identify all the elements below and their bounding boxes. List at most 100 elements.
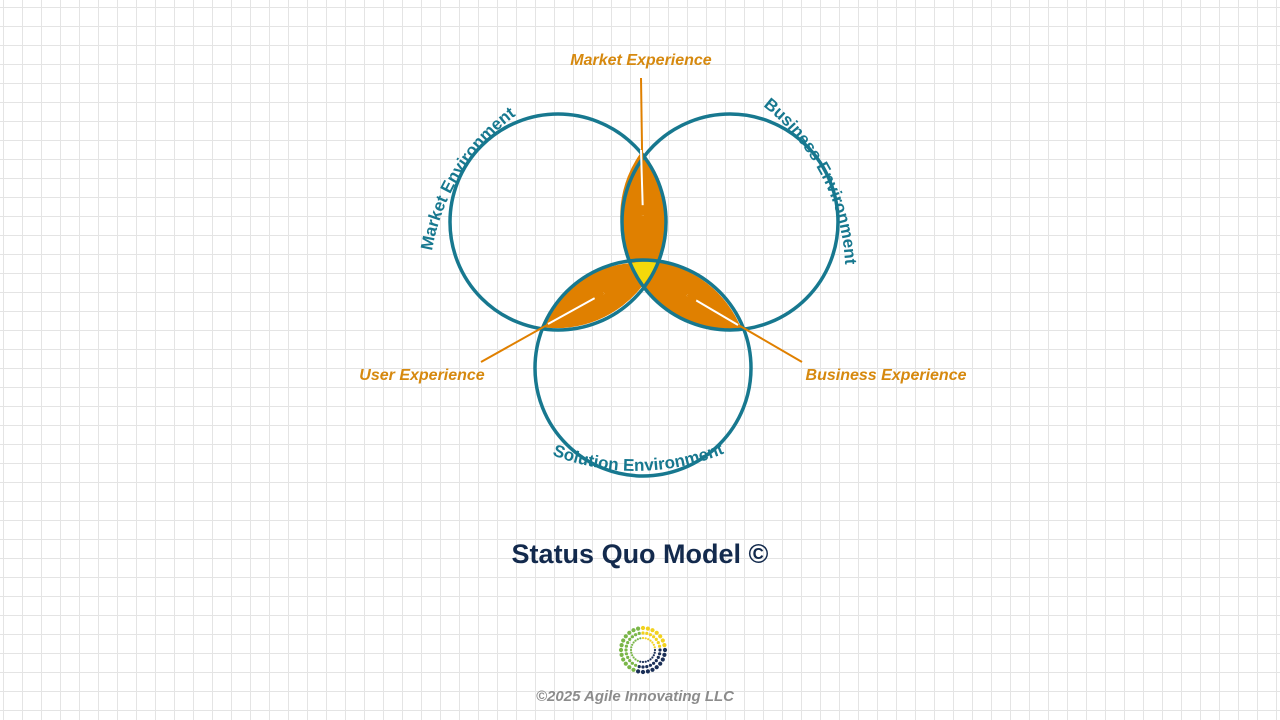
logo-dot (628, 637, 632, 642)
logo-dot (634, 633, 638, 637)
logo-dot (648, 663, 653, 667)
logo-dot (627, 665, 632, 670)
market-experience-arrow-inner (636, 149, 649, 218)
logo-dot (630, 661, 635, 665)
logo-dot (652, 643, 655, 646)
status-quo-center-region (631, 261, 657, 285)
logo-dot (639, 660, 642, 663)
market-environment-circle (448, 112, 668, 332)
business-environment-label: Business Environment (760, 94, 860, 265)
logo-dot (621, 657, 626, 662)
logo-dot (629, 648, 633, 652)
logo-dot (639, 637, 642, 640)
logo-dot (618, 647, 624, 653)
logo-dot (624, 644, 629, 648)
solution-environment-label: Solution Environment (551, 439, 727, 475)
logo-dot (624, 652, 629, 656)
user-experience-arrow-inner (547, 292, 606, 325)
logo-dot (658, 661, 663, 666)
logo-dot (658, 634, 663, 639)
logo-dot (651, 656, 654, 659)
logo-dot (649, 639, 652, 642)
logo-dot (640, 669, 646, 675)
logo-dot (660, 638, 665, 643)
market-experience-label: Market Experience (570, 52, 712, 69)
logo-dot (658, 648, 662, 652)
business-experience-label: Business Experience (806, 367, 967, 384)
market-environment-label: Market Environment (417, 103, 519, 252)
logo-dot (650, 628, 655, 633)
logo-dot (623, 661, 628, 666)
logo-dot (630, 635, 635, 639)
logo-dot (654, 630, 659, 635)
logo-dot (631, 654, 634, 657)
logo-dot (662, 647, 668, 653)
logo-dot (656, 641, 660, 645)
logo-dot (654, 665, 659, 670)
logo-dot (619, 643, 624, 648)
logo-dot (641, 660, 645, 664)
logo-dot (653, 648, 657, 652)
logo-dot (634, 658, 637, 661)
logo-dot (645, 631, 649, 636)
logo-dot (645, 669, 651, 674)
logo-dot (652, 661, 656, 665)
logo-dot (631, 643, 634, 646)
logo-dot (662, 652, 667, 658)
logo-dot (627, 630, 632, 635)
logo-dot (653, 646, 656, 649)
logo-dot (645, 665, 649, 669)
logo-dot (621, 638, 626, 643)
logo-dot (630, 646, 633, 649)
logo-dot (660, 657, 665, 662)
logo-dot (651, 641, 654, 644)
logo-dot (649, 658, 652, 661)
logo-dot (619, 652, 624, 658)
logo-dot (632, 656, 635, 659)
logo-dot (652, 654, 655, 657)
business-environment-circle (620, 112, 840, 332)
agile-innovating-logo-icon (618, 625, 668, 675)
logo-dot (662, 643, 667, 648)
logo-dot (658, 644, 662, 648)
logo-dot (658, 652, 662, 656)
logo-dot (636, 638, 639, 641)
logo-dot (654, 637, 658, 642)
business-experience-arrow-inner (685, 294, 739, 326)
logo-dot (637, 665, 641, 669)
logo-dot (647, 638, 650, 641)
logo-dot (636, 669, 641, 674)
logo-dot (631, 628, 636, 633)
logo-dot (653, 651, 656, 654)
logo-dot (656, 655, 660, 660)
logo-dot (636, 626, 641, 631)
logo-dot (637, 631, 641, 636)
logo-dot (626, 641, 630, 645)
logo-dot (640, 625, 646, 631)
logo-dot (634, 663, 638, 667)
logo-dot (647, 659, 650, 662)
model-title: Status Quo Model © (512, 539, 769, 569)
solution-environment-circle (533, 258, 753, 478)
user-experience-label: User Experience (359, 367, 485, 384)
logo-dot (644, 660, 647, 663)
logo-dot (644, 637, 647, 640)
logo-dot (636, 659, 639, 662)
logo-dot (634, 639, 637, 642)
logo-dot (631, 667, 636, 672)
logo-dot (654, 659, 658, 663)
logo-dot (623, 634, 628, 639)
logo-dot (645, 626, 651, 631)
logo-dot (641, 665, 645, 669)
logo-dot (652, 635, 656, 639)
environment-circles (448, 112, 840, 478)
logo-dot (641, 636, 645, 640)
logo-dot (624, 648, 628, 652)
logo-dot (628, 659, 632, 663)
logo-dot (641, 631, 645, 635)
logo-dot (648, 633, 653, 637)
logo-dot (632, 641, 635, 644)
logo-dot (626, 655, 630, 660)
copyright-text: ©2025 Agile Innovating LLC (536, 688, 735, 705)
